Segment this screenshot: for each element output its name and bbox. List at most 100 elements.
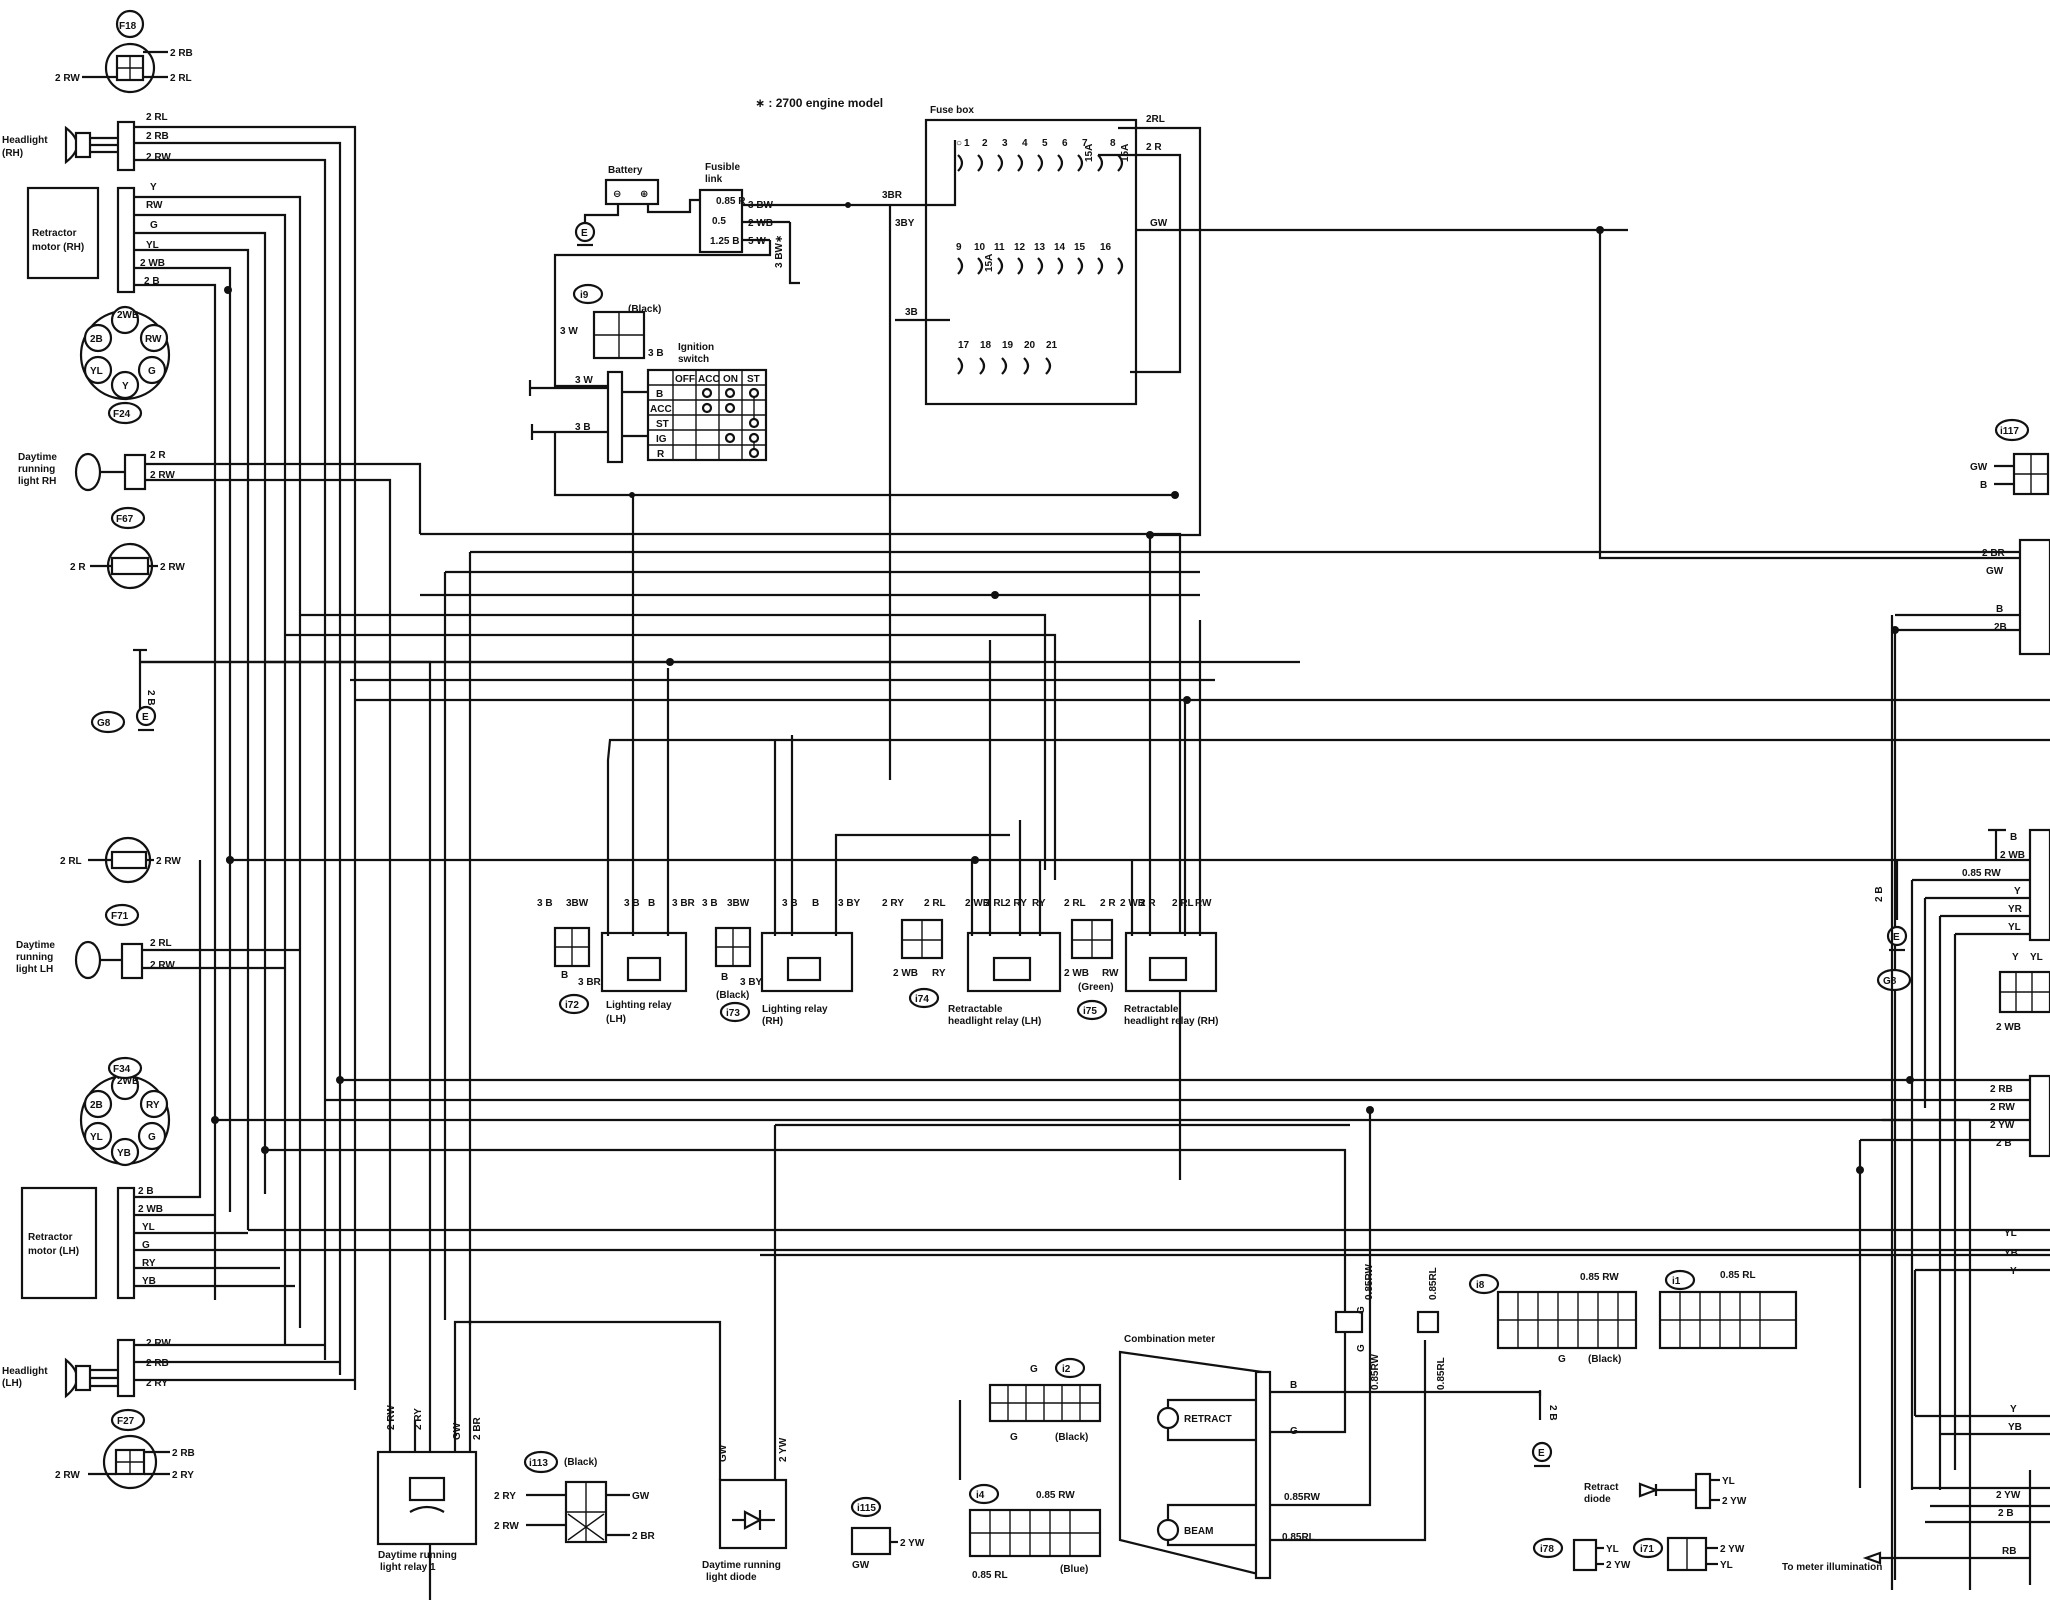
svg-text:To meter illumination: To meter illumination: [1782, 1562, 1882, 1573]
svg-text:3 B: 3 B: [648, 348, 664, 359]
svg-text:2 RL: 2 RL: [60, 856, 82, 867]
svg-text:2 RB: 2 RB: [146, 1358, 169, 1369]
svg-text:(Black): (Black): [1055, 1432, 1088, 1443]
svg-text:8: 8: [1110, 138, 1116, 149]
svg-text:ACC: ACC: [698, 374, 720, 385]
svg-text:GW: GW: [632, 1491, 650, 1502]
right-connector-top: 2 BR GW B 2B: [1891, 538, 2050, 1580]
svg-text:2 YW: 2 YW: [1606, 1560, 1631, 1571]
svg-text:ACC: ACC: [650, 404, 672, 415]
svg-text:RETRACT: RETRACT: [1184, 1414, 1232, 1425]
svg-text:3 B: 3 B: [702, 898, 718, 909]
svg-text:G8: G8: [97, 718, 111, 729]
svg-text:2 R: 2 R: [1100, 898, 1116, 909]
svg-text:3 B: 3 B: [624, 898, 640, 909]
svg-text:2 RW: 2 RW: [150, 960, 175, 971]
svg-text:Retractor: Retractor: [32, 228, 77, 239]
svg-text:0.85RW: 0.85RW: [1364, 1263, 1375, 1300]
svg-text:Retract: Retract: [1584, 1482, 1619, 1493]
svg-text:2 RB: 2 RB: [172, 1448, 195, 1459]
svg-text:light RH: light RH: [18, 476, 56, 487]
svg-text:2 RL: 2 RL: [985, 898, 1007, 909]
svg-text:F27: F27: [117, 1416, 135, 1427]
svg-text:headlight relay (RH): headlight relay (RH): [1124, 1016, 1218, 1027]
svg-text:2 WB: 2 WB: [138, 1204, 163, 1215]
svg-text:Y: Y: [122, 381, 129, 392]
svg-text:0.85RL: 0.85RL: [1436, 1357, 1447, 1390]
svg-text:Lighting relay: Lighting relay: [606, 1000, 672, 1011]
svg-text:2 WB: 2 WB: [1064, 968, 1089, 979]
svg-text:i71: i71: [1640, 1544, 1654, 1555]
svg-text:RY: RY: [142, 1258, 156, 1269]
svg-text:B: B: [1290, 1380, 1297, 1391]
svg-text:12: 12: [1014, 242, 1026, 253]
svg-text:light diode: light diode: [706, 1572, 757, 1583]
svg-text:YR: YR: [2008, 904, 2023, 915]
svg-text:i117: i117: [2000, 426, 2019, 437]
svg-text:G: G: [1558, 1354, 1566, 1365]
svg-text:Y: Y: [2014, 886, 2021, 897]
svg-text:GW: GW: [1970, 462, 1988, 473]
svg-text:Battery: Battery: [608, 165, 643, 176]
connector-i1: i1 0.85 RL (Black): [1588, 1269, 1798, 1365]
svg-text:2B: 2B: [90, 1100, 103, 1111]
engine-note: ∗ : 2700 engine model: [755, 96, 883, 110]
svg-text:21: 21: [1046, 340, 1058, 351]
retract-diode: Retract diode YL 2 YW: [1584, 1472, 1747, 1510]
svg-text:18: 18: [980, 340, 992, 351]
svg-text:B: B: [656, 389, 663, 400]
svg-text:2 R: 2 R: [1140, 898, 1156, 909]
svg-text:2B: 2B: [90, 334, 103, 345]
svg-text:link: link: [705, 174, 723, 185]
svg-text:Headlight: Headlight: [2, 1366, 48, 1377]
svg-text:(Black): (Black): [1588, 1354, 1621, 1365]
svg-text:F67: F67: [116, 514, 134, 525]
svg-text:light relay 1: light relay 1: [380, 1562, 436, 1573]
drl-lh: Daytime running light LH 2 RL 2 RW: [16, 938, 175, 980]
svg-text:3 BY: 3 BY: [740, 977, 763, 988]
svg-text:B: B: [561, 970, 568, 981]
svg-text:16: 16: [1100, 242, 1112, 253]
svg-text:13: 13: [1034, 242, 1046, 253]
svg-text:Y: Y: [2010, 1404, 2017, 1415]
svg-text:9: 9: [956, 242, 962, 253]
svg-text:⊕: ⊕: [640, 189, 648, 200]
svg-text:17: 17: [958, 340, 970, 351]
connector-i78: i78 YL 2 YW: [1532, 1537, 1631, 1572]
svg-text:2WB: 2WB: [117, 1076, 139, 1087]
drl-diode: GW 2 YW Daytime running light diode: [702, 1437, 789, 1583]
svg-text:G: G: [142, 1240, 150, 1251]
svg-text:2 WB: 2 WB: [893, 968, 918, 979]
svg-text:2 WB: 2 WB: [965, 898, 990, 909]
svg-text:(Black): (Black): [628, 304, 661, 315]
svg-text:15A: 15A: [1084, 144, 1095, 162]
connector-i113: i113 (Black) 2 RY 2 RW GW 2 BR: [494, 1450, 656, 1544]
svg-text:YB: YB: [117, 1148, 131, 1159]
connector-i117: i117 GW B: [1970, 418, 2050, 496]
svg-text:OFF: OFF: [675, 374, 695, 385]
svg-text:running: running: [16, 952, 53, 963]
svg-text:YL: YL: [2004, 1228, 2017, 1239]
svg-text:Retractable: Retractable: [948, 1004, 1003, 1015]
svg-text:YL: YL: [146, 240, 159, 251]
svg-text:2 B: 2 B: [144, 276, 160, 287]
battery: Battery ⊖ ⊕ E: [574, 165, 700, 247]
svg-text:3 B: 3 B: [537, 898, 553, 909]
svg-text:E: E: [142, 712, 149, 723]
svg-text:GW: GW: [1986, 566, 2004, 577]
svg-text:2 WB: 2 WB: [2000, 850, 2025, 861]
svg-text:3BY: 3BY: [895, 218, 915, 229]
svg-text:2 BR: 2 BR: [472, 1416, 483, 1440]
svg-text:2 YW: 2 YW: [900, 1538, 925, 1549]
svg-text:3 W: 3 W: [560, 326, 578, 337]
svg-text:GW: GW: [852, 1560, 870, 1571]
connector-f67: F67 2 R 2 RW: [70, 506, 185, 590]
svg-text:ST: ST: [656, 419, 669, 430]
svg-text:Y: Y: [150, 182, 157, 193]
svg-text:3BW: 3BW: [566, 898, 589, 909]
svg-text:YL: YL: [2030, 952, 2043, 963]
svg-text:i74: i74: [915, 994, 929, 1005]
svg-text:YL: YL: [2008, 922, 2021, 933]
svg-text:G8: G8: [1883, 976, 1897, 987]
right-small-connector: Y YL 2 WB: [1996, 952, 2050, 1033]
